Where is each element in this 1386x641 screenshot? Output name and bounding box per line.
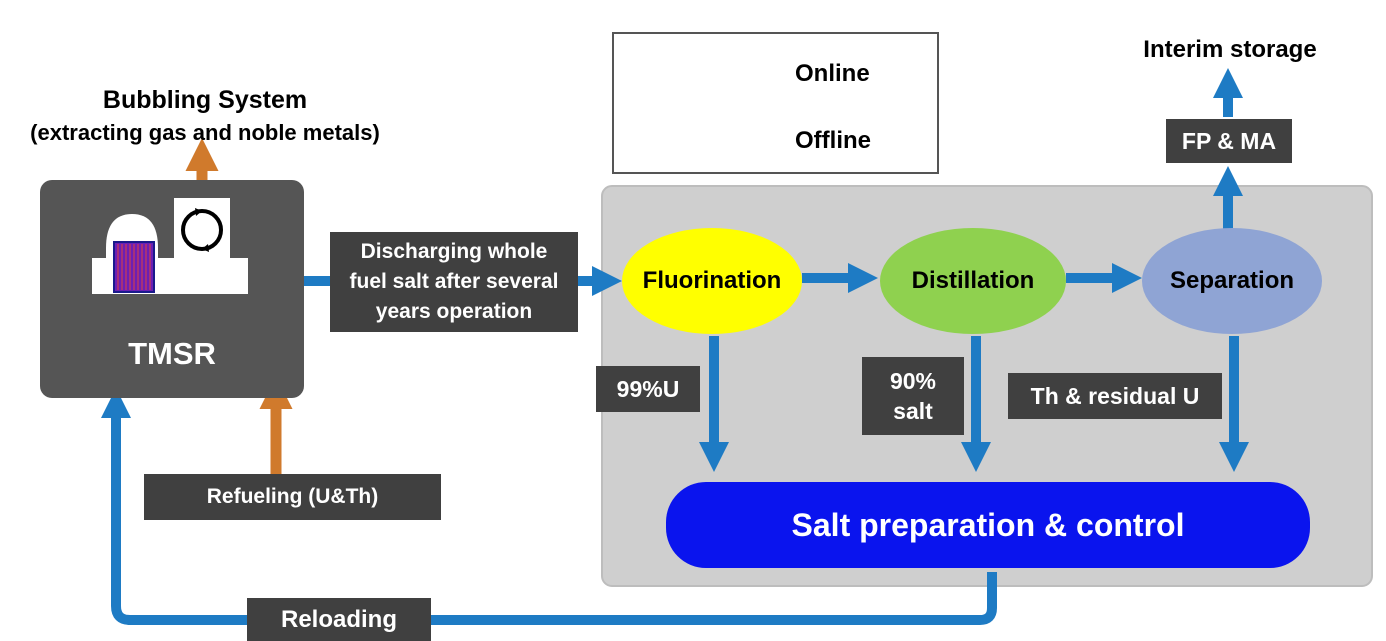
salt-label: 90% salt	[862, 357, 964, 435]
thorium-label: Th & residual U	[1008, 373, 1222, 419]
fpma-label: FP & MA	[1166, 119, 1292, 163]
separation-node: Separation	[1142, 228, 1322, 334]
bubbling-title: Bubbling System	[102, 86, 308, 114]
distillation-node: Distillation	[880, 228, 1066, 334]
tmsr-label: TMSR	[128, 336, 216, 371]
reloading-loop-arrow	[101, 388, 997, 625]
discharge-label: Discharging whole fuel salt after severa…	[330, 232, 578, 332]
discharge-line-2: fuel salt after several	[349, 270, 559, 293]
salt-preparation-bar: Salt preparation & control	[666, 482, 1310, 568]
interim-storage-label: Interim storage	[1143, 36, 1317, 63]
reactor-icon	[92, 198, 248, 294]
salt-word: salt	[893, 398, 933, 424]
legend-box	[612, 32, 939, 174]
discharge-line-3: years operation	[375, 300, 533, 323]
refueling-label: Refueling (U&Th)	[144, 474, 441, 520]
uranium-label: 99%U	[596, 366, 700, 412]
reloading-label: Reloading	[247, 598, 431, 641]
legend-online-label: Online	[795, 60, 870, 87]
salt-pct: 90%	[889, 368, 937, 394]
discharge-line-1: Discharging whole	[360, 240, 548, 263]
fluorination-node: Fluorination	[622, 228, 802, 334]
legend-offline-label: Offline	[795, 127, 871, 154]
bubbling-subtitle: (extracting gas and noble metals)	[30, 120, 380, 145]
